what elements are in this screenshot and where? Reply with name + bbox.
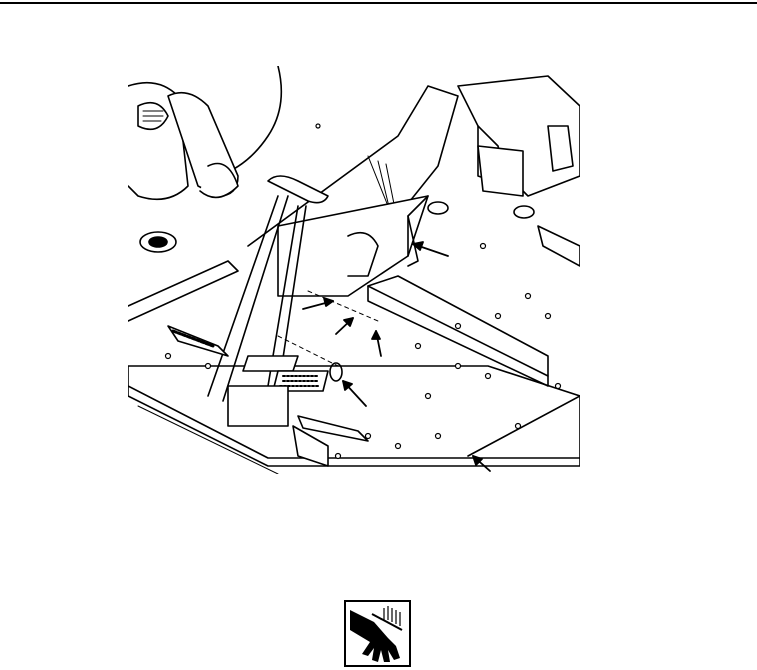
header-rule <box>0 2 757 4</box>
floor-panel <box>128 365 580 474</box>
callout-arrows <box>302 241 491 472</box>
right-components <box>427 75 580 267</box>
floor-holes <box>164 123 562 460</box>
pedals <box>167 325 369 467</box>
hidden-line <box>277 290 379 367</box>
air-duct <box>167 85 459 297</box>
rear-wall <box>128 66 283 253</box>
technical-illustration <box>128 66 580 474</box>
hand-crush-hazard-icon <box>344 600 411 667</box>
